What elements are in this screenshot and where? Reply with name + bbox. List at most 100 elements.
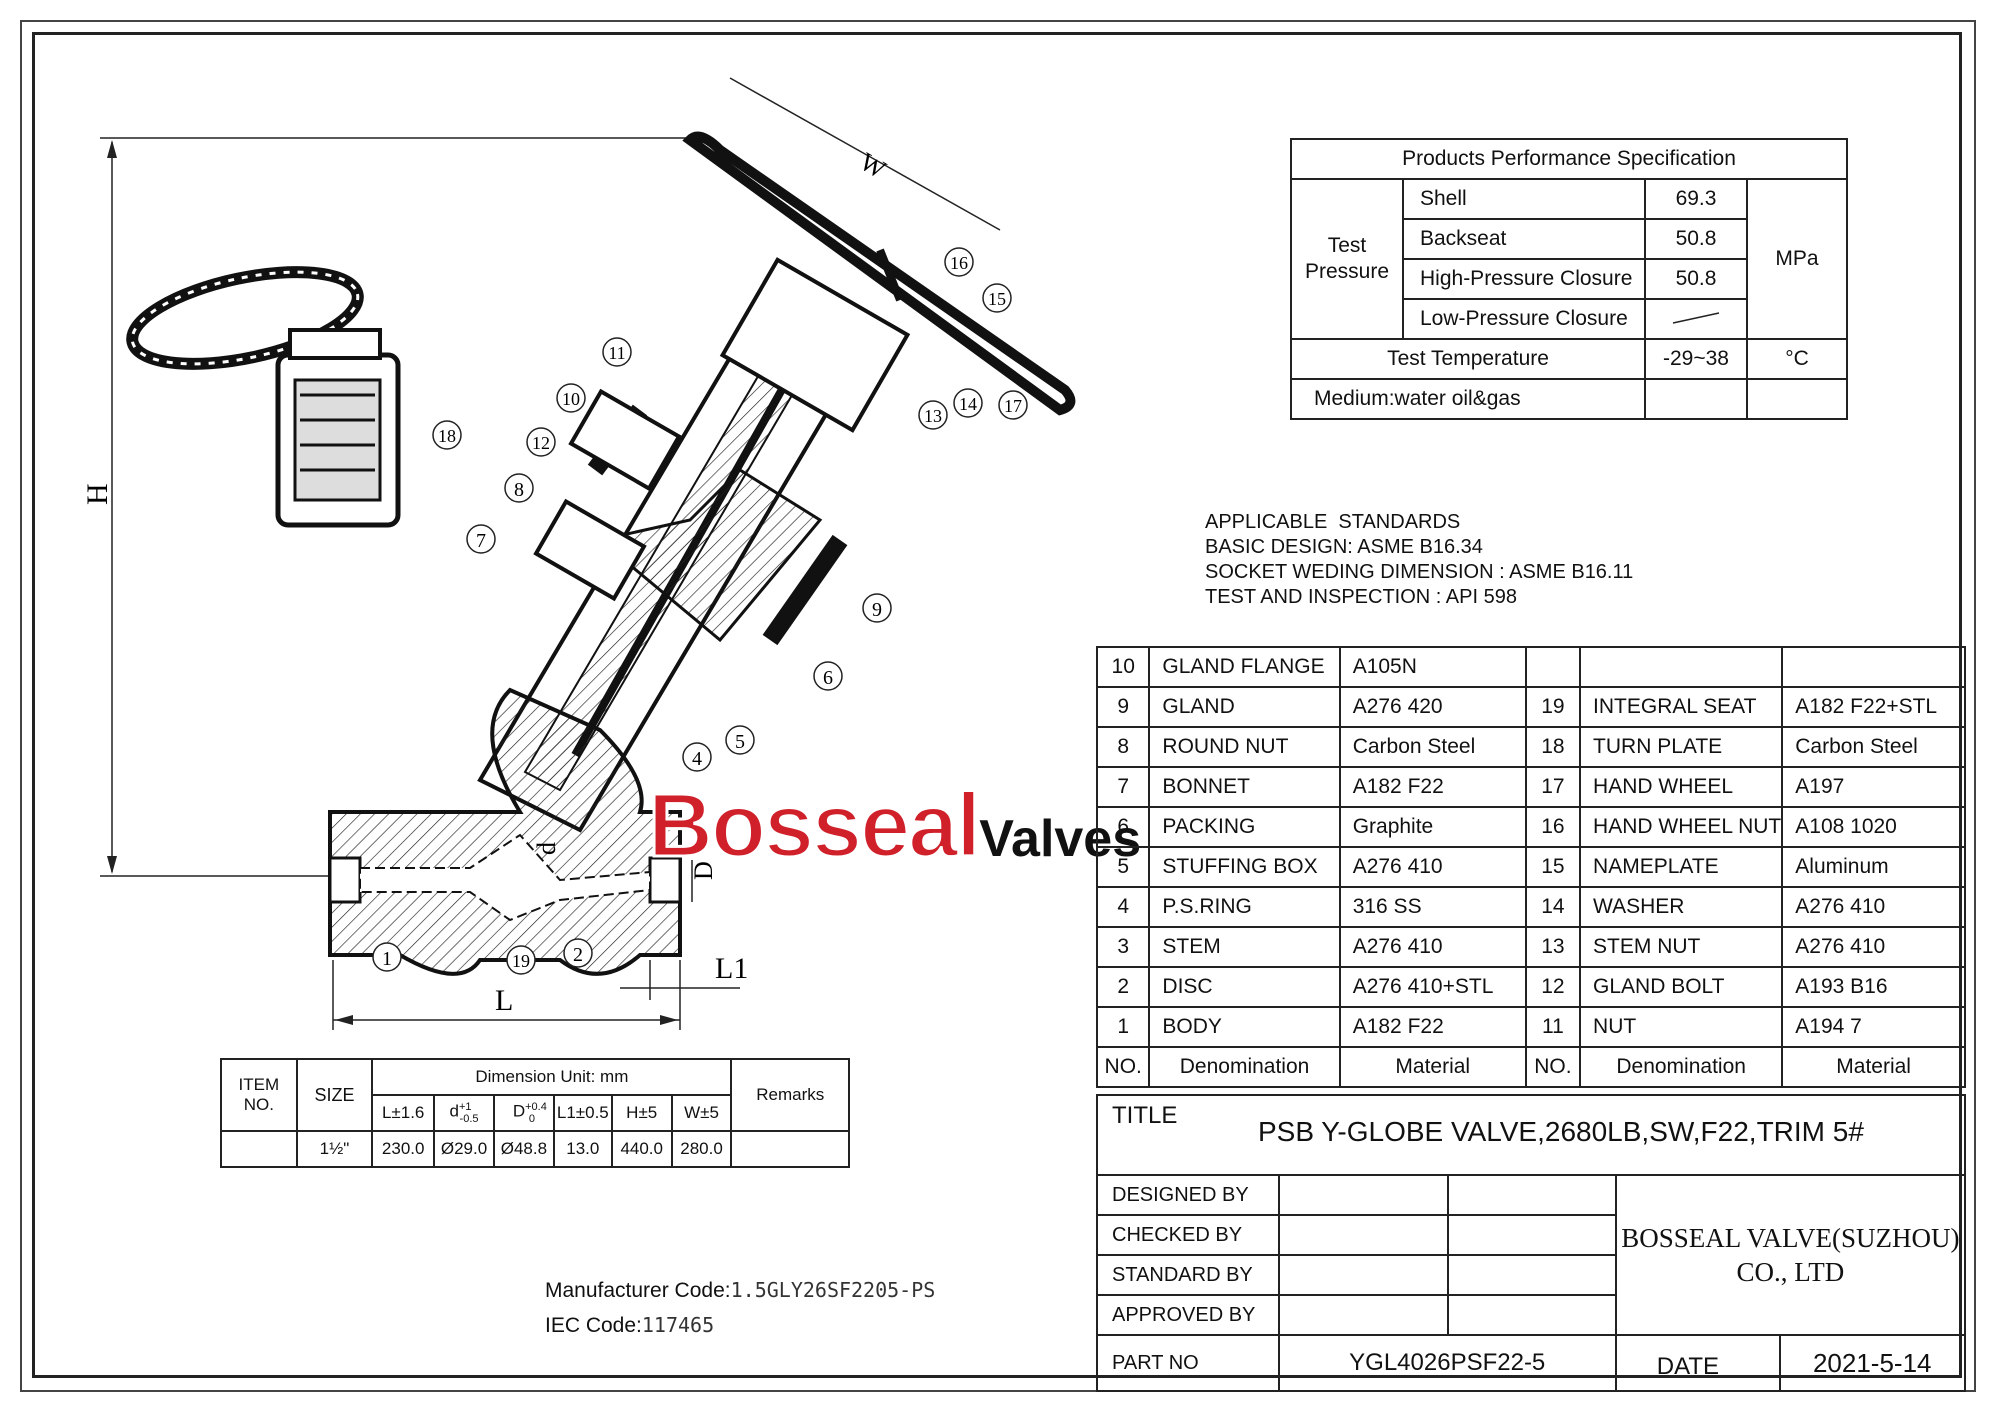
bom-name: WASHER bbox=[1579, 886, 1784, 928]
handwheel-side-view bbox=[682, 131, 1076, 416]
company-name-line2: CO., LTD bbox=[1736, 1257, 1845, 1287]
bom-header-material: Material bbox=[1781, 1046, 1966, 1088]
bom-no: 16 bbox=[1524, 806, 1582, 848]
test-temperature-label: Test Temperature bbox=[1290, 338, 1646, 380]
dim-value-w: 280.0 bbox=[670, 1130, 733, 1168]
remarks-header: Remarks bbox=[730, 1058, 850, 1132]
balloon-16: 16 bbox=[944, 247, 974, 277]
size-header: SIZE bbox=[295, 1058, 374, 1132]
bom-header-no: NO. bbox=[1524, 1046, 1582, 1088]
bom-no: 15 bbox=[1524, 846, 1582, 888]
designed-by-label: DESIGNED BY bbox=[1096, 1174, 1280, 1216]
balloon-14: 14 bbox=[953, 388, 983, 418]
bom-name: HAND WHEEL NUT bbox=[1579, 806, 1784, 848]
dim-value-l: 230.0 bbox=[371, 1130, 436, 1168]
bom-name: TURN PLATE bbox=[1579, 726, 1784, 768]
date-label: DATE bbox=[1614, 1334, 1781, 1392]
dim-l-label: L bbox=[495, 984, 513, 1017]
test-temperature-value: -29~38 bbox=[1644, 338, 1748, 380]
balloon-2: 2 bbox=[563, 938, 593, 968]
balloon-13: 13 bbox=[918, 400, 948, 430]
bom-material: A193 B16 bbox=[1781, 966, 1966, 1008]
performance-spec-title: Products Performance Specification bbox=[1290, 138, 1848, 180]
h-dimension: H bbox=[81, 137, 700, 877]
bom-no: 2 bbox=[1095, 966, 1151, 1008]
bom-material: A276 410 bbox=[1338, 846, 1527, 888]
standards-line: TEST AND INSPECTION : API 598 bbox=[1205, 586, 1517, 608]
l-dimensions: L L1 D d bbox=[332, 842, 748, 1030]
svg-text:6: 6 bbox=[823, 667, 833, 689]
part-no-label: PART NO bbox=[1096, 1334, 1280, 1392]
checked-by-cell bbox=[1447, 1214, 1617, 1256]
balloon-6: 6 bbox=[813, 661, 843, 691]
dim-d-upper-label: D bbox=[689, 861, 718, 880]
part-no-value: YGL4026PSF22-5 bbox=[1277, 1334, 1617, 1392]
bom-material: Carbon Steel bbox=[1781, 726, 1966, 768]
balloon-17: 17 bbox=[998, 390, 1028, 420]
bom-no bbox=[1524, 646, 1582, 688]
temperature-unit: °C bbox=[1746, 338, 1848, 380]
svg-text:16: 16 bbox=[950, 253, 968, 273]
title-block: TITLE PSB Y-GLOBE VALVE,2680LB,SW,F22,TR… bbox=[1096, 1094, 1967, 1392]
date-value: 2021-5-14 bbox=[1778, 1334, 1966, 1392]
svg-text:18: 18 bbox=[438, 426, 456, 446]
perf-row-label: Shell bbox=[1402, 178, 1646, 220]
approved-by-cell bbox=[1447, 1294, 1617, 1336]
bom-header-no: NO. bbox=[1095, 1046, 1151, 1088]
standards-line: SOCKET WEDING DIMENSION : ASME B16.11 bbox=[1205, 561, 1634, 583]
svg-text:19: 19 bbox=[512, 951, 530, 971]
bom-material: A182 F22 bbox=[1338, 766, 1527, 808]
bom-material: A276 410 bbox=[1338, 926, 1527, 968]
dim-w-label: W bbox=[855, 147, 891, 185]
bom-header-name: Denomination bbox=[1579, 1046, 1784, 1088]
iec-code-label: IEC Code: bbox=[545, 1314, 642, 1337]
medium-empty-cell bbox=[1644, 378, 1748, 420]
bom-header-name: Denomination bbox=[1148, 1046, 1341, 1088]
title-label: TITLE bbox=[1112, 1102, 1178, 1129]
dim-l1-label: L1 bbox=[715, 952, 748, 985]
approved-by-label: APPROVED BY bbox=[1096, 1294, 1280, 1336]
balloon-7: 7 bbox=[466, 524, 496, 554]
bom-material: A105N bbox=[1338, 646, 1527, 688]
perf-row-value: 50.8 bbox=[1644, 218, 1748, 260]
bom-material: A182 F22+STL bbox=[1781, 686, 1966, 728]
iec-code-value: 117465 bbox=[641, 1313, 715, 1337]
balloon-9: 9 bbox=[862, 593, 892, 623]
test-pressure-label: Test Pressure bbox=[1290, 178, 1404, 340]
drawing-border-outer bbox=[20, 20, 1976, 1392]
bosseal-valves-watermark: BossealValves bbox=[646, 775, 1142, 878]
perf-row-value-slash bbox=[1644, 298, 1748, 340]
bom-no: 12 bbox=[1524, 966, 1582, 1008]
company-name: BOSSEAL VALVE(SUZHOU) CO., LTD bbox=[1614, 1174, 1967, 1336]
standards-heading: APPLICABLE STANDARDS bbox=[1205, 511, 1461, 533]
dim-h-label: H bbox=[81, 483, 114, 505]
bom-material: Carbon Steel bbox=[1338, 726, 1527, 768]
bom-header-material: Material bbox=[1338, 1046, 1527, 1088]
dim-value-l1: 13.0 bbox=[552, 1130, 613, 1168]
bom-material: 316 SS bbox=[1338, 886, 1527, 928]
approved-by-cell bbox=[1277, 1294, 1450, 1336]
manufacturer-code-label: Manufacturer Code: bbox=[545, 1279, 731, 1302]
valve-body-section bbox=[328, 687, 682, 976]
bom-no: 14 bbox=[1524, 886, 1582, 928]
balloon-8: 8 bbox=[504, 473, 534, 503]
performance-spec-table: Products Performance Specification Test … bbox=[1290, 138, 1848, 420]
drawing-title: PSB Y-GLOBE VALVE,2680LB,SW,F22,TRIM 5# bbox=[1258, 1116, 1864, 1147]
bom-no: 1 bbox=[1095, 1006, 1151, 1048]
bom-no: 19 bbox=[1524, 686, 1582, 728]
bom-name: ROUND NUT bbox=[1148, 726, 1341, 768]
checked-by-label: CHECKED BY bbox=[1096, 1214, 1280, 1256]
bom-name: GLAND bbox=[1148, 686, 1341, 728]
bom-name: HAND WHEEL bbox=[1579, 766, 1784, 808]
bom-name: BONNET bbox=[1148, 766, 1341, 808]
item-no-value bbox=[220, 1130, 298, 1168]
balloon-4: 4 bbox=[682, 742, 712, 772]
standard-by-cell bbox=[1277, 1254, 1450, 1296]
dim-col-w: W±5 bbox=[670, 1094, 733, 1132]
bom-no: 4 bbox=[1095, 886, 1151, 928]
